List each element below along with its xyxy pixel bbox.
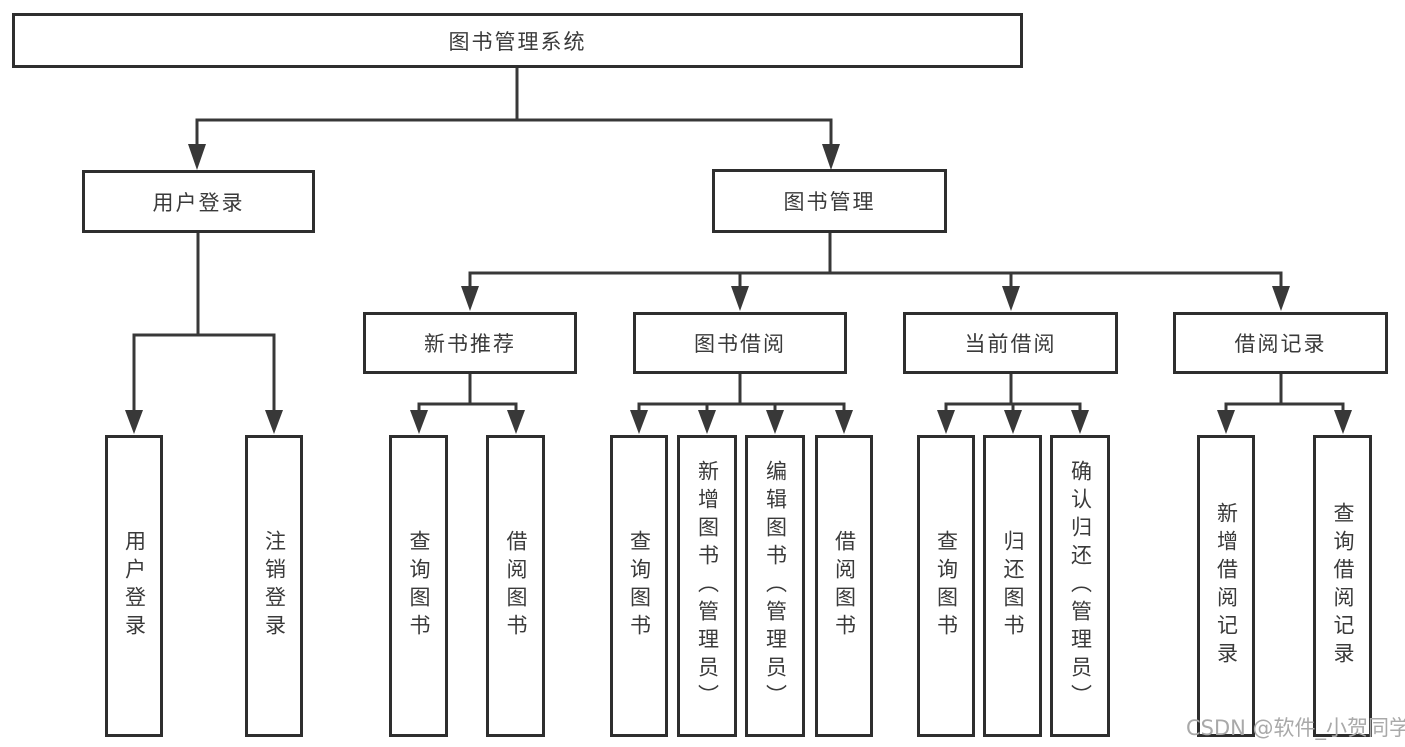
node-book-management: 图书管理: [712, 169, 947, 233]
node-root: 图书管理系统: [12, 13, 1023, 68]
leaf-current-confirm-return-admin: 确认归还（管理员）: [1050, 435, 1110, 737]
leaf-borrow-add-book-admin: 新增图书（管理员）: [677, 435, 737, 737]
leaf-current-query-book: 查询图书: [917, 435, 975, 737]
leaf-logout: 注销登录: [245, 435, 303, 737]
leaf-current-return-book: 归还图书: [983, 435, 1042, 737]
node-book-borrow: 图书借阅: [633, 312, 847, 374]
leaf-user-login: 用户登录: [105, 435, 163, 737]
leaf-recommend-query-book: 查询图书: [389, 435, 448, 737]
node-current-borrow: 当前借阅: [903, 312, 1118, 374]
node-new-book-recommend: 新书推荐: [363, 312, 577, 374]
leaf-record-query-record: 查询借阅记录: [1313, 435, 1372, 737]
leaf-borrow-borrow-book: 借阅图书: [815, 435, 873, 737]
node-user-login: 用户登录: [82, 170, 315, 233]
node-borrow-record: 借阅记录: [1173, 312, 1388, 374]
csdn-watermark: CSDN @软件_小贺同学: [1186, 716, 1405, 740]
leaf-recommend-borrow-book: 借阅图书: [486, 435, 545, 737]
leaf-borrow-query-book: 查询图书: [610, 435, 668, 737]
leaf-record-add-record: 新增借阅记录: [1197, 435, 1255, 737]
leaf-borrow-edit-book-admin: 编辑图书（管理员）: [745, 435, 805, 737]
